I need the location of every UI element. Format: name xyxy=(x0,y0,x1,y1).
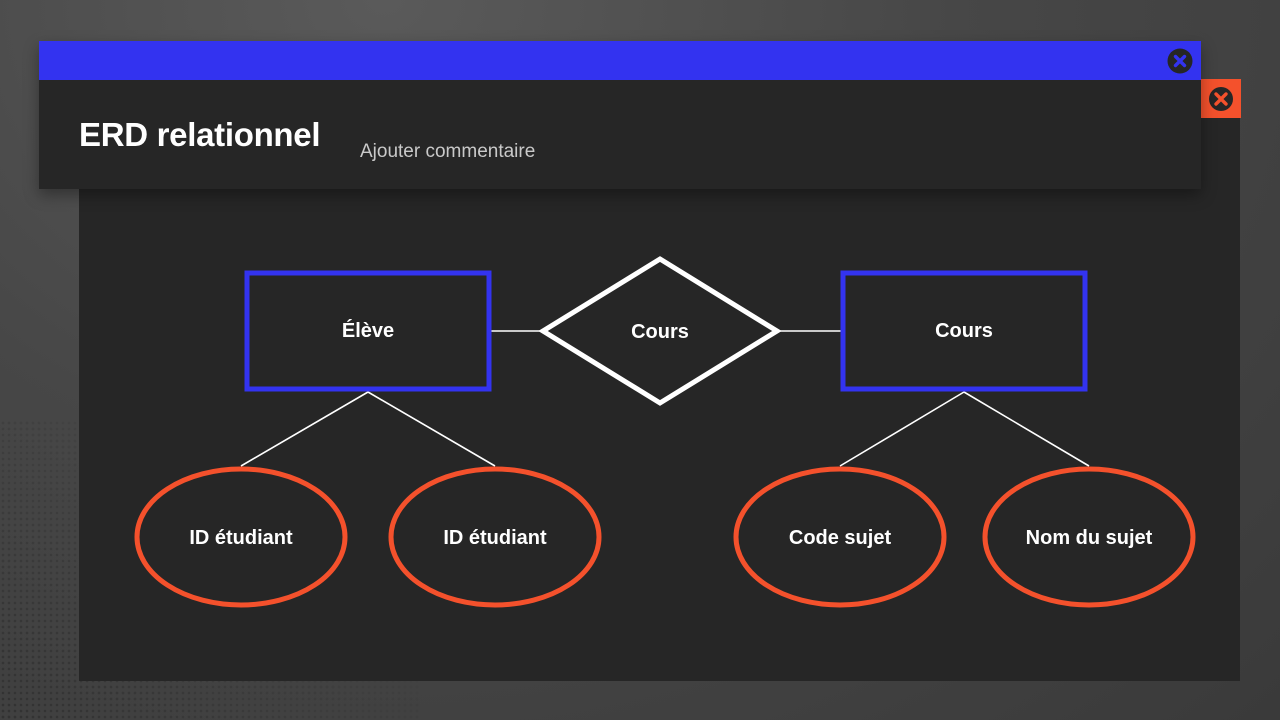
entity-cours[interactable]: Cours xyxy=(840,270,1088,392)
title-window: ERD relationnel Ajouter commentaire xyxy=(39,41,1201,189)
diagram-window-close-button[interactable] xyxy=(1201,79,1241,118)
connector-cours-attr2 xyxy=(963,391,1090,467)
relationship-label: Cours xyxy=(631,321,689,343)
entity-label: Élève xyxy=(342,319,394,342)
attribute-eleve-2[interactable]: ID étudiant xyxy=(388,466,602,608)
relationship-cours[interactable]: Cours xyxy=(538,256,782,406)
connectors xyxy=(240,330,1090,467)
attribute-eleve-1[interactable]: ID étudiant xyxy=(134,466,348,608)
attribute-label: ID étudiant xyxy=(443,527,547,549)
attribute-cours-1[interactable]: Code sujet xyxy=(733,466,947,608)
page-title: ERD relationnel xyxy=(79,116,321,153)
attribute-label: Nom du sujet xyxy=(1026,527,1153,549)
title-window-close-button[interactable] xyxy=(1165,46,1195,76)
connector-eleve-attr2 xyxy=(367,391,496,467)
entity-eleve[interactable]: Élève xyxy=(244,270,492,392)
add-comment-field[interactable]: Ajouter commentaire xyxy=(360,141,536,162)
close-x-circle-icon xyxy=(1167,48,1193,74)
entity-label: Cours xyxy=(935,320,993,342)
title-window-bar xyxy=(39,41,1201,80)
attribute-cours-2[interactable]: Nom du sujet xyxy=(982,466,1196,608)
attribute-label: Code sujet xyxy=(789,527,892,549)
close-x-circle-icon xyxy=(1209,86,1233,111)
connector-cours-attr1 xyxy=(839,391,965,467)
connector-eleve-attr1 xyxy=(240,391,369,467)
attribute-label: ID étudiant xyxy=(189,527,293,549)
